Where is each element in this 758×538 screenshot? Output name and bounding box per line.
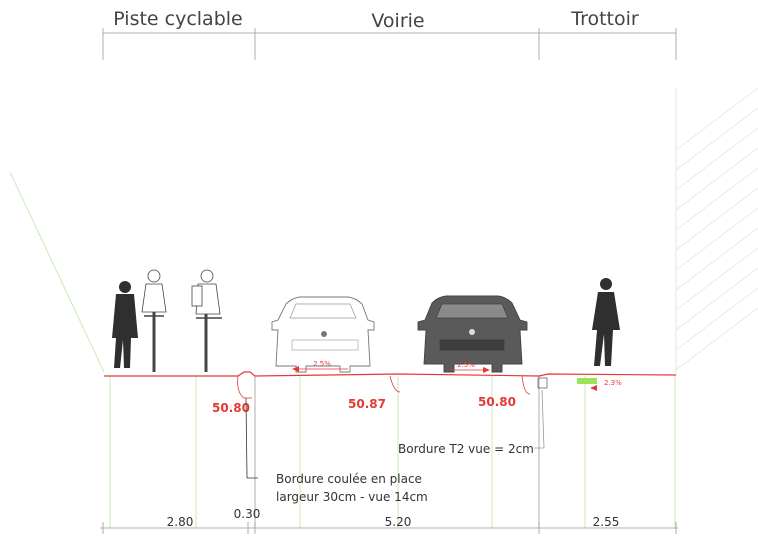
zone-title-sidewalk: Trottoir (570, 8, 639, 30)
building-hatch (675, 87, 758, 376)
svg-text:2.3%: 2.3% (604, 379, 622, 387)
svg-text:Bordure T2 vue = 2cm: Bordure T2 vue = 2cm (398, 442, 534, 456)
dimension-road: 5.20 (385, 515, 412, 529)
curb-t2 (537, 377, 548, 389)
svg-text:2.5%: 2.5% (313, 360, 331, 368)
elevation-center: 50.87 (348, 397, 386, 411)
note-curb-cast: Bordure coulée en place largeur 30cm - v… (245, 397, 428, 504)
sidewalk-slope-highlight (577, 378, 597, 384)
dimension-bike-lane: 2.80 (167, 515, 194, 529)
zone-title-road: Voirie (371, 10, 424, 32)
note-curb-t2: Bordure T2 vue = 2cm (398, 389, 545, 456)
embankment-line (9, 171, 105, 373)
cyclist-1 (141, 269, 167, 372)
svg-text:2.5%: 2.5% (457, 361, 475, 369)
curb-profile-left (237, 375, 252, 399)
ground-profile (104, 371, 677, 399)
slope-sidewalk: 2.3% (590, 379, 622, 391)
elevation-right: 50.80 (478, 395, 516, 409)
zone-header: Piste cyclable Voirie Trottoir (102, 8, 677, 60)
slope-road-left: 2.5% (292, 360, 348, 372)
bottom-dimensions: 2.80 0.30 5.20 2.55 (100, 507, 678, 534)
slope-road-right: 2.5% (450, 361, 490, 373)
pedestrian-right (592, 278, 620, 366)
svg-text:Bordure coulée en place: Bordure coulée en place (276, 472, 422, 486)
dimension-sidewalk: 2.55 (593, 515, 620, 529)
zone-title-bike-lane: Piste cyclable (113, 8, 242, 30)
dimension-curb: 0.30 (234, 507, 261, 521)
vertical-guides (109, 376, 676, 528)
car-dark (417, 295, 528, 373)
cyclist-2 (191, 269, 222, 372)
svg-text:largeur 30cm - vue 14cm: largeur 30cm - vue 14cm (276, 490, 428, 504)
elevation-left: 50.80 (212, 401, 250, 415)
pedestrian-left (112, 281, 138, 368)
